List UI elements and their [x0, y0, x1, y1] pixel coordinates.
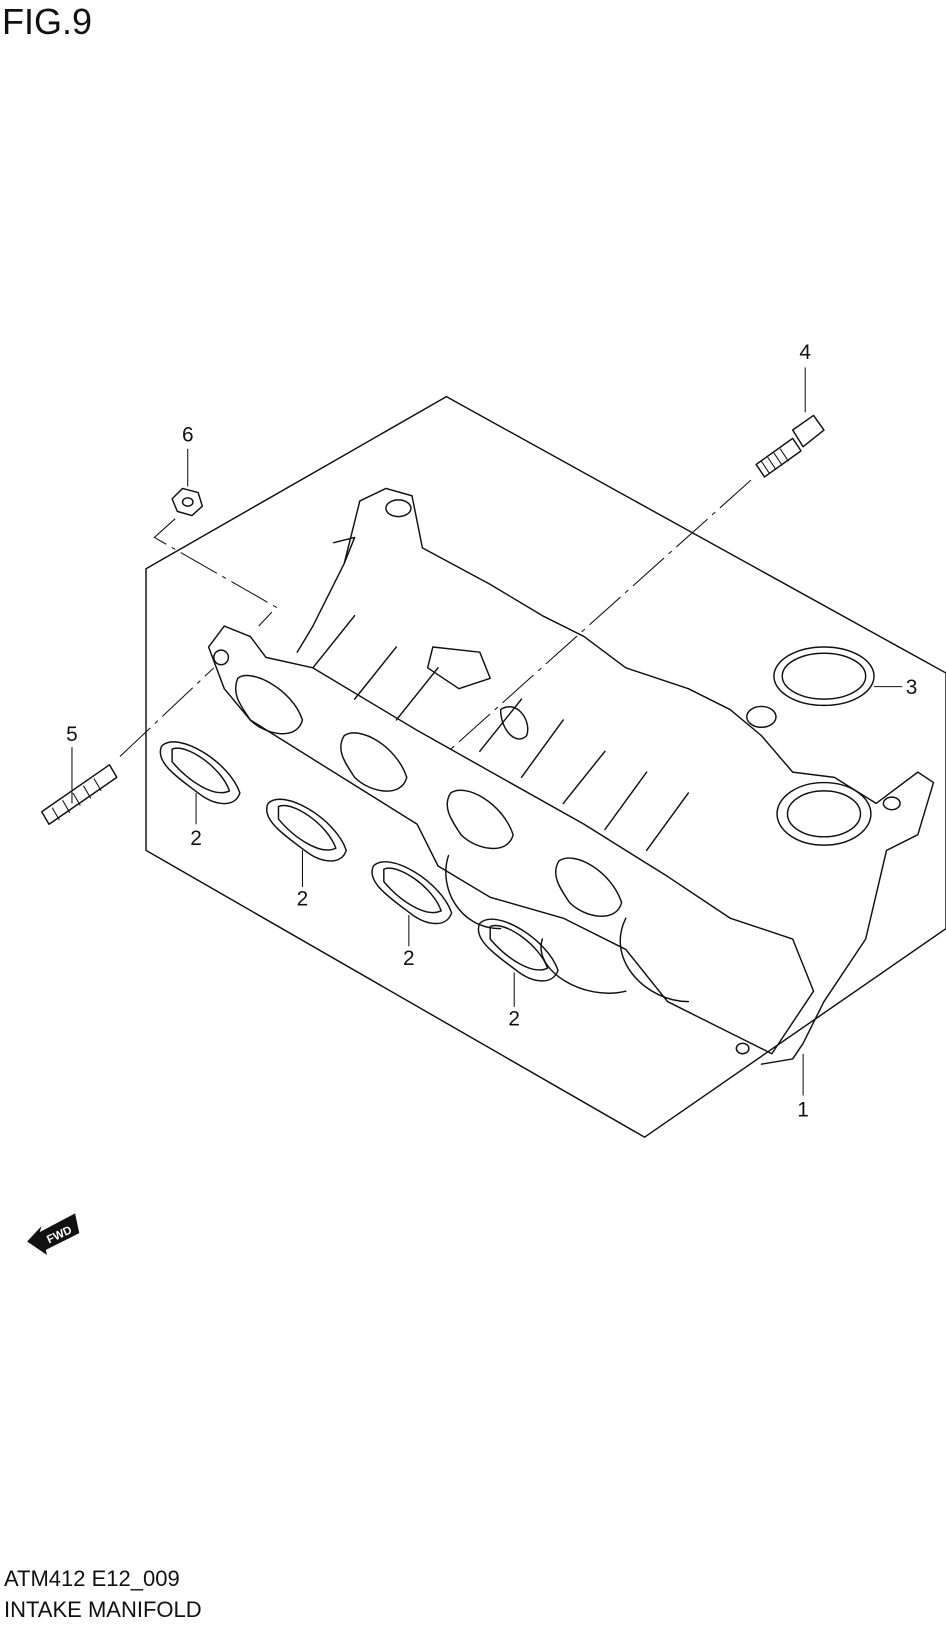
gaskets: [159, 741, 559, 982]
figure-code: ATM412 E12_009: [4, 1566, 180, 1591]
callout-2a: 2: [190, 827, 202, 850]
intake-manifold-drawing: [207, 487, 935, 1065]
gasket-1: [159, 741, 241, 805]
nut: [171, 487, 204, 517]
bolt: [755, 414, 825, 478]
fwd-arrow-icon: FWD: [27, 1213, 80, 1256]
assembly-outline: [145, 395, 946, 1138]
gasket-2: [265, 798, 348, 862]
figure-title: FIG.9: [2, 1, 93, 42]
leader-lines: [71, 367, 903, 1096]
gasket-4: [477, 918, 559, 982]
callout-6: 6: [182, 423, 194, 446]
figure-caption: INTAKE MANIFOLD: [4, 1597, 202, 1622]
o-ring: [773, 646, 875, 707]
gasket-3: [371, 861, 453, 925]
stud-bolt: [40, 764, 118, 826]
callout-2b: 2: [297, 888, 309, 911]
callout-4: 4: [799, 341, 811, 364]
callout-1: 1: [797, 1098, 809, 1121]
callout-5: 5: [66, 723, 78, 746]
callout-2c: 2: [403, 947, 415, 970]
callout-2d: 2: [508, 1008, 520, 1031]
callout-3: 3: [906, 676, 918, 699]
